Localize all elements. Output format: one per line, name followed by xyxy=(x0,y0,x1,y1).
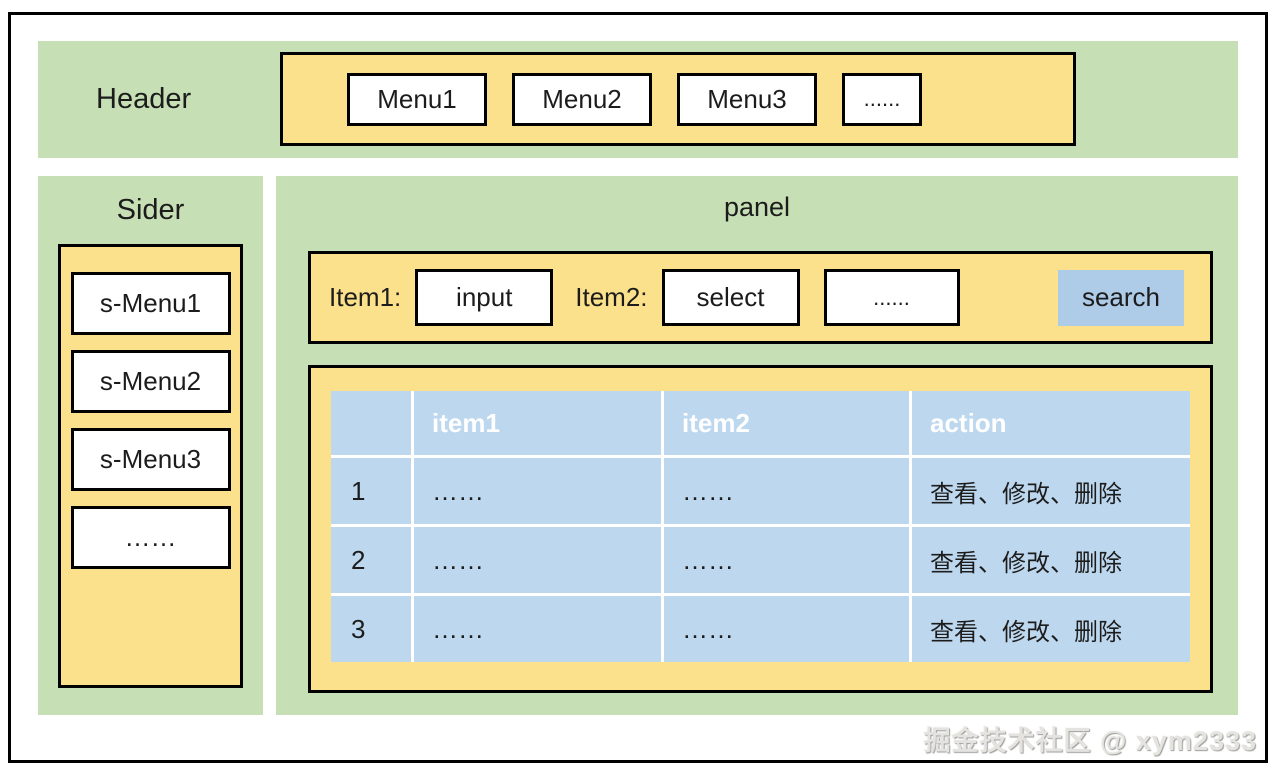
row3-item2: …… xyxy=(664,596,909,662)
data-table: item1 item2 action 1 …… …… 查看、修改、删除 2 ……… xyxy=(331,391,1190,662)
table-header-index xyxy=(331,391,411,455)
menu-item-more[interactable]: ...... xyxy=(842,72,922,126)
table-header-item2: item2 xyxy=(664,391,909,455)
sider-menu-item-2[interactable]: s-Menu2 xyxy=(70,350,231,413)
filter-bar: Item1: input Item2: select ...... search xyxy=(308,251,1213,344)
table-header-item1: item1 xyxy=(414,391,661,455)
item1-label: Item1: xyxy=(329,282,402,312)
input-field[interactable]: input xyxy=(415,269,554,326)
item2-label: Item2: xyxy=(575,282,648,312)
sider-menu-item-1[interactable]: s-Menu1 xyxy=(70,272,231,335)
row2-item2: …… xyxy=(664,527,909,593)
row2-index: 2 xyxy=(331,527,411,593)
diagram-outer-frame: Header Menu1 Menu2 Menu3 ...... Sider s-… xyxy=(8,12,1268,763)
sider-menu-item-more[interactable]: …… xyxy=(70,506,231,569)
sider-region: Sider s-Menu1 s-Menu2 s-Menu3 …… xyxy=(38,176,263,715)
row2-item1: …… xyxy=(414,527,661,593)
row3-index: 3 xyxy=(331,596,411,662)
sider-menu-list: s-Menu1 s-Menu2 s-Menu3 …… xyxy=(58,244,243,688)
table-header-action: action xyxy=(912,391,1190,455)
row1-item1: …… xyxy=(414,458,661,524)
row2-actions[interactable]: 查看、修改、删除 xyxy=(912,527,1190,593)
more-fields-placeholder: ...... xyxy=(823,269,960,326)
watermark-text: 掘金技术社区 @ xym2333 xyxy=(923,726,1257,756)
menu-item-3[interactable]: Menu3 xyxy=(677,72,817,126)
sider-menu-item-3[interactable]: s-Menu3 xyxy=(70,428,231,491)
row1-index: 1 xyxy=(331,458,411,524)
row3-actions[interactable]: 查看、修改、删除 xyxy=(912,596,1190,662)
sider-label: Sider xyxy=(116,194,185,226)
row3-item1: …… xyxy=(414,596,661,662)
row1-item2: …… xyxy=(664,458,909,524)
table-container: item1 item2 action 1 …… …… 查看、修改、删除 2 ……… xyxy=(308,365,1213,693)
search-button[interactable]: search xyxy=(1058,269,1184,326)
select-field[interactable]: select xyxy=(661,269,800,326)
header-region: Header Menu1 Menu2 Menu3 ...... xyxy=(38,41,1238,158)
row1-actions[interactable]: 查看、修改、删除 xyxy=(912,458,1190,524)
menu-item-1[interactable]: Menu1 xyxy=(347,72,487,126)
panel-label: panel xyxy=(723,192,791,222)
panel-region: panel Item1: input Item2: select ...... … xyxy=(276,176,1238,715)
menu-item-2[interactable]: Menu2 xyxy=(512,72,652,126)
header-menubar: Menu1 Menu2 Menu3 ...... xyxy=(280,52,1076,146)
header-label: Header xyxy=(96,83,192,115)
